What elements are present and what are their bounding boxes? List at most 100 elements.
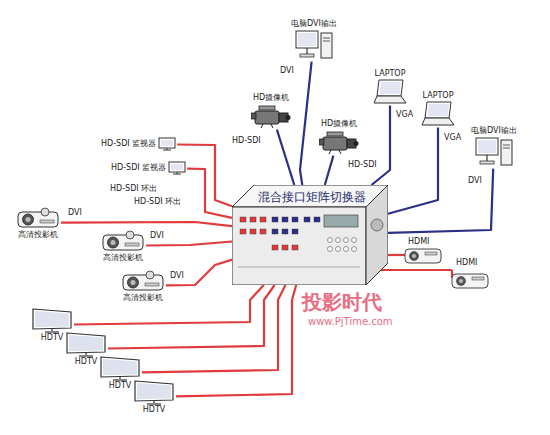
drawing-part — [328, 238, 333, 243]
device-label: HD摄像机 — [253, 93, 289, 103]
drawing-part — [292, 229, 298, 234]
drawing-part — [26, 217, 31, 222]
drawing-part — [255, 111, 279, 124]
drawing-part — [324, 215, 358, 227]
drawing-part — [286, 115, 291, 120]
drawing-part — [240, 217, 298, 250]
tv-icon — [31, 307, 73, 333]
drawing-part — [153, 401, 154, 404]
drawing-part — [113, 379, 127, 380]
drawing-part — [352, 238, 357, 243]
drawing-part — [323, 137, 347, 150]
device-node: HD-SDI 监视器 — [100, 136, 177, 152]
drawing-part — [69, 335, 103, 351]
device-label: LAPTOP — [423, 91, 454, 101]
drawing-part — [323, 40, 330, 41]
signal-cable — [187, 169, 232, 218]
drawing-part — [472, 277, 484, 280]
projector-icon — [405, 249, 441, 263]
drawing-part — [371, 219, 383, 231]
drawing-part — [41, 208, 49, 216]
drawing-part — [321, 33, 332, 58]
signal-label: HD-SDI 环出 — [110, 184, 157, 194]
drawing-part — [169, 162, 185, 172]
drawing-part — [161, 140, 173, 146]
drawing-part — [377, 80, 403, 96]
drawing-part — [119, 377, 120, 380]
drawing-part — [108, 237, 119, 248]
signal-cable — [146, 242, 232, 246]
drawing-part — [251, 113, 256, 119]
drawing-part — [282, 245, 288, 250]
device-label: 电脑DVI输出 — [291, 19, 337, 29]
drawing-part — [298, 33, 316, 46]
drawing-part — [336, 247, 341, 252]
device-label: HDTV — [75, 357, 98, 367]
drawing-part — [123, 275, 163, 290]
drawing-part — [126, 231, 134, 239]
drawing-part — [131, 280, 136, 285]
signal-label: HDMI — [456, 258, 477, 268]
drawing-part — [232, 207, 366, 285]
drawing-part — [339, 150, 341, 154]
drawing-part — [250, 229, 256, 234]
drawing-part — [40, 220, 54, 223]
device-node: HD摄像机 — [250, 92, 292, 130]
tv-icon — [133, 379, 175, 405]
drawing-part — [79, 355, 93, 356]
drawing-part — [272, 217, 320, 234]
drawing-part — [272, 229, 278, 234]
signal-cable — [166, 260, 232, 286]
drawing-part — [503, 147, 510, 148]
device-node: LAPTOP — [372, 68, 408, 106]
drawing-part — [282, 217, 288, 222]
projector-icon — [121, 269, 165, 293]
matrix-switcher: 混合接口矩阵切换器 — [232, 185, 388, 285]
drawing-part — [486, 155, 487, 161]
drawing-part — [146, 271, 154, 279]
drawing-part — [422, 118, 454, 125]
device-label: 高清投影机 — [123, 293, 163, 303]
drawing-part — [327, 132, 343, 136]
projector-icon — [101, 229, 145, 253]
drawing-part — [45, 331, 59, 332]
drawing-part — [344, 238, 349, 243]
signal-cable — [74, 285, 264, 325]
signal-label: VGA — [396, 110, 413, 120]
drawing-part — [425, 102, 451, 118]
drawing-part — [354, 141, 359, 146]
drawing-part — [240, 229, 246, 234]
signal-label: DVI — [170, 271, 184, 281]
signal-cable — [372, 106, 391, 185]
drawing-part — [457, 277, 466, 286]
projector-icon — [452, 274, 488, 288]
drawing-part — [304, 217, 310, 222]
drawing-part — [261, 124, 263, 128]
drawing-part — [35, 311, 69, 327]
drawing-part — [232, 185, 388, 207]
signal-label: HDMI — [408, 237, 429, 247]
signal-cable — [176, 285, 296, 396]
drawing-part — [292, 245, 298, 250]
tv-icon — [65, 331, 107, 357]
switcher-title: 混合接口矩阵切换器 — [258, 189, 366, 206]
drawing-part — [282, 229, 288, 234]
drawing-part — [137, 383, 171, 399]
signal-cable — [142, 285, 285, 372]
signal-label: DVI — [68, 208, 82, 218]
camera-icon — [251, 103, 291, 129]
drawing-part — [476, 138, 498, 155]
drawing-part — [412, 254, 416, 258]
drawing-part — [272, 245, 278, 250]
drawing-part — [67, 333, 105, 353]
device-label: HD摄像机 — [321, 119, 357, 129]
drawing-part — [319, 139, 324, 145]
drawing-part — [173, 174, 181, 175]
signal-label: VGA — [444, 133, 461, 143]
drawing-part — [260, 229, 266, 234]
device-label: HDTV — [41, 333, 64, 343]
hdmi-wire — [388, 254, 405, 256]
signal-cable — [388, 128, 438, 214]
signal-label: DVI — [280, 66, 294, 76]
